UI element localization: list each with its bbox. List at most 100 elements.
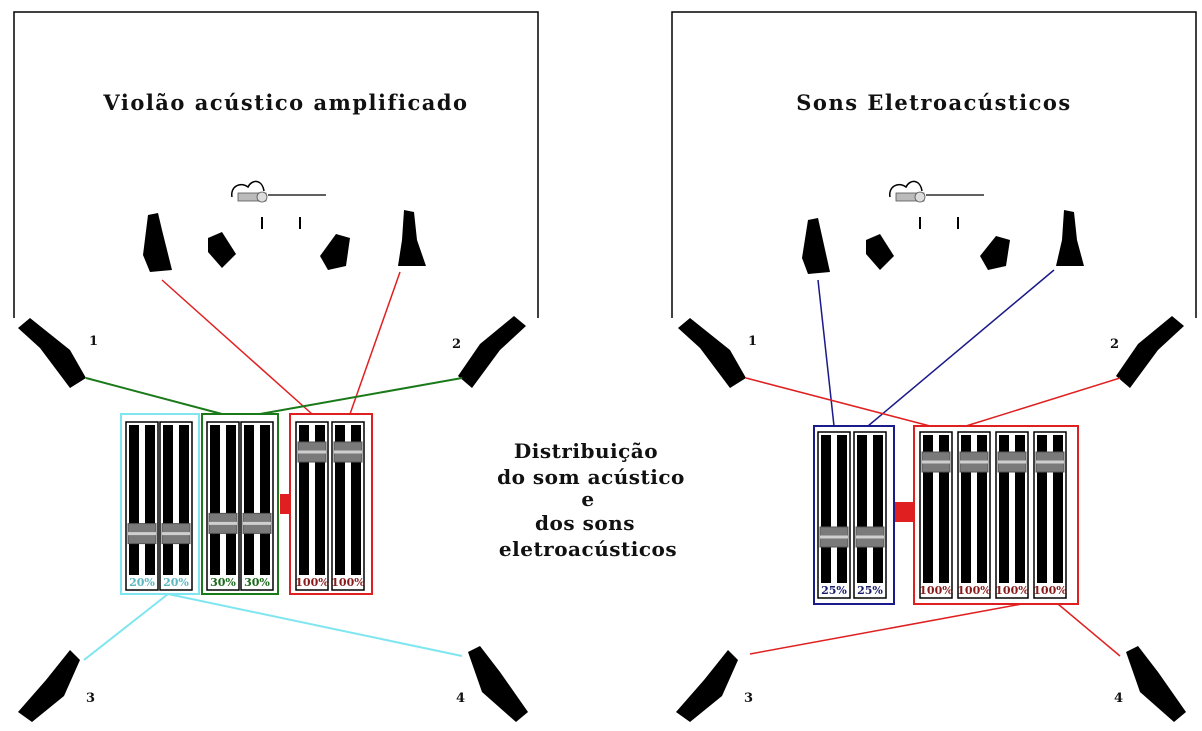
- fader-channel: 20%: [159, 421, 193, 591]
- fader-knob-line: [820, 535, 848, 539]
- fader-slot: [254, 425, 260, 575]
- line-red-speaker-2: [965, 377, 1121, 427]
- fader-slot: [345, 425, 351, 575]
- speaker-2-label: 2: [452, 337, 461, 352]
- fader-channel: 100%: [1033, 431, 1067, 599]
- fader-knob-line: [856, 535, 884, 539]
- fader-slot: [831, 435, 837, 583]
- fader-level-label: 30%: [244, 576, 270, 589]
- fader-level-label: 100%: [995, 584, 1029, 597]
- line-red-stage-right: [349, 271, 401, 415]
- fader-slot: [1047, 435, 1053, 583]
- caption-line-4: dos sons: [535, 511, 635, 535]
- fader-level-label: 20%: [129, 576, 155, 589]
- fader-channel: 20%: [125, 421, 159, 591]
- right-connection-lines: [745, 269, 1121, 657]
- fader-knob-line: [209, 521, 237, 525]
- fader-knob-line: [922, 460, 950, 464]
- stage-monitor-right-icon: [320, 234, 350, 270]
- fader-knob-line: [334, 450, 362, 454]
- caption-line-5: eletroacústicos: [499, 537, 677, 561]
- right-title: Sons Eletroacústicos: [796, 90, 1071, 115]
- fader-channel: 100%: [295, 421, 329, 591]
- stage-speaker-right-icon: [398, 210, 426, 266]
- fader-channel: 25%: [853, 431, 887, 599]
- fader-slot: [971, 435, 977, 583]
- fader-slot: [867, 435, 873, 583]
- fader-slot: [1009, 435, 1015, 583]
- center-caption: Distribuição do som acústico e dos sons …: [497, 439, 684, 561]
- left-mixer: 20% 20% 30% 30% 100%100%: [120, 413, 373, 595]
- speaker-2-icon: [1116, 316, 1184, 388]
- line-green-speaker-2: [259, 377, 463, 415]
- fader-channel: 100%: [957, 431, 991, 599]
- speaker-3-icon: [18, 650, 80, 722]
- left-group-green-box: [201, 413, 279, 595]
- speaker-4-label: 4: [456, 691, 465, 706]
- line-green-speaker-1: [85, 377, 223, 415]
- left-title: Violão acústico amplificado: [102, 90, 468, 115]
- fader-level-label: 100%: [919, 584, 953, 597]
- fader-level-label: 30%: [210, 576, 236, 589]
- line-cyan-speaker-4: [167, 593, 463, 657]
- fader-slot: [139, 425, 145, 575]
- speaker-4-icon: [1126, 646, 1186, 722]
- left-group-red-box: [289, 413, 373, 595]
- line-red-speaker-3: [749, 603, 1023, 655]
- fader-level-label: 25%: [821, 584, 847, 597]
- guitar-icon: [889, 180, 984, 229]
- speaker-2-label: 2: [1110, 337, 1119, 352]
- fader-level-label: 20%: [163, 576, 189, 589]
- fader-slot: [220, 425, 226, 575]
- right-group-blue-box: [813, 425, 895, 605]
- speaker-1-icon: [678, 318, 746, 388]
- fader-knob-line: [1036, 460, 1064, 464]
- fader-slot: [173, 425, 179, 575]
- guitar-icon: [231, 180, 326, 229]
- line-cyan-speaker-3: [83, 593, 169, 661]
- fader-level-label: 100%: [331, 576, 365, 589]
- fader-knob-line: [162, 532, 190, 536]
- stage-speaker-right-icon: [1056, 210, 1084, 266]
- fader-channel: 100%: [919, 431, 953, 599]
- fader-channel: 100%: [331, 421, 365, 591]
- left-group-cyan-box: [120, 413, 200, 595]
- left-panel: Violão acústico amplificado 1 2 3 4: [13, 11, 539, 722]
- speaker-1-label: 1: [89, 334, 98, 349]
- fader-level-label: 25%: [857, 584, 883, 597]
- fader-knob-line: [960, 460, 988, 464]
- left-connection-lines: [83, 271, 463, 661]
- speaker-3-label: 3: [86, 691, 95, 706]
- fader-channel: 30%: [240, 421, 274, 591]
- fader-level-label: 100%: [957, 584, 991, 597]
- speaker-1-icon: [18, 318, 86, 388]
- left-group-link: [280, 494, 290, 514]
- line-blue-stage-right: [867, 269, 1055, 427]
- right-panel: Sons Eletroacústicos 1 2 3 4: [671, 11, 1197, 722]
- right-group-red-box: [913, 425, 1079, 605]
- right-stage-outline: [671, 11, 1197, 318]
- stage-monitor-left-icon: [866, 234, 894, 270]
- caption-line-1: Distribuição: [514, 439, 658, 463]
- fader-channel: 100%: [995, 431, 1029, 599]
- fader-knob-line: [998, 460, 1026, 464]
- speaker-2-icon: [458, 316, 526, 388]
- caption-line-3: e: [581, 487, 594, 511]
- fader-level-label: 100%: [1033, 584, 1067, 597]
- speaker-4-icon: [468, 646, 528, 722]
- right-mixer: 25% 25% 100% 100% 100% 100%: [813, 425, 1079, 605]
- stage-monitor-left-icon: [208, 232, 236, 268]
- right-group-link: [895, 502, 913, 522]
- line-red-stage-left: [161, 279, 313, 415]
- speaker-3-label: 3: [744, 691, 753, 706]
- speaker-4-label: 4: [1114, 691, 1123, 706]
- fader-slot: [933, 435, 939, 583]
- stage-speaker-left-icon: [143, 213, 172, 272]
- stage-speaker-left-icon: [802, 218, 830, 274]
- speaker-3-icon: [676, 650, 738, 722]
- left-stage-outline: [13, 11, 539, 318]
- line-red-speaker-1: [745, 377, 931, 427]
- line-red-speaker-4: [1057, 603, 1121, 657]
- stage-monitor-right-icon: [980, 236, 1010, 270]
